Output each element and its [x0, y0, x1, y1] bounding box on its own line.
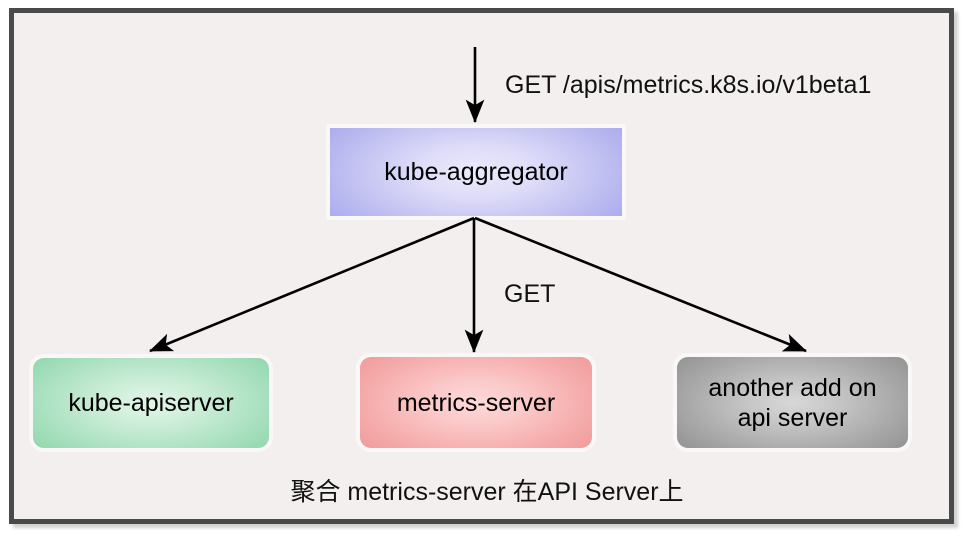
node-metrics-server[interactable]: metrics-server — [360, 357, 592, 448]
node-kube-apiserver-label: kube-apiserver — [68, 389, 234, 417]
node-another-addon-api-server-label: another add on api server — [708, 373, 877, 432]
node-kube-aggregator[interactable]: kube-aggregator — [330, 128, 622, 216]
node-another-addon-api-server[interactable]: another add on api server — [677, 357, 908, 448]
node-metrics-server-label: metrics-server — [396, 388, 556, 417]
node-kube-aggregator-label: kube-aggregator — [384, 157, 568, 186]
node-kube-apiserver[interactable]: kube-apiserver — [33, 358, 269, 448]
